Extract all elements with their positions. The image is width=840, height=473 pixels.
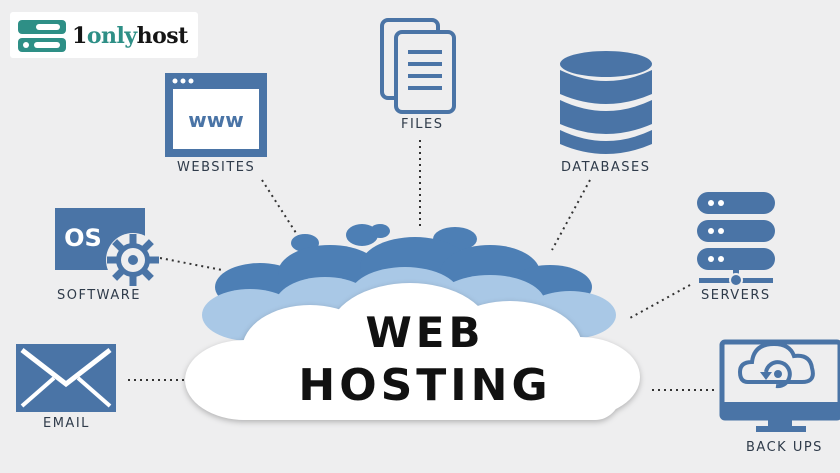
brand-name: 1onlyhost	[72, 23, 188, 49]
os-text: OS	[64, 224, 102, 252]
web-hosting-cloud	[185, 224, 640, 420]
label-backups: BACK UPS	[746, 440, 823, 455]
hero-title-line2: HOSTING	[298, 360, 552, 411]
label-websites: WEBSITES	[177, 160, 256, 175]
hero-title-line1: WEB	[365, 308, 485, 357]
database-icon[interactable]	[558, 50, 654, 158]
os-gear-icon[interactable]: OS	[55, 208, 163, 290]
label-databases: DATABASES	[561, 160, 651, 175]
connector-websites	[261, 179, 299, 237]
label-servers: SERVERS	[701, 288, 771, 303]
label-email: EMAIL	[43, 416, 90, 431]
connector-software	[159, 257, 223, 271]
server-rack-icon[interactable]	[695, 192, 777, 288]
documents-icon[interactable]	[380, 18, 458, 114]
brand-logo[interactable]: 1onlyhost	[10, 12, 198, 58]
browser-window-icon[interactable]: www	[165, 73, 267, 157]
connector-databases	[551, 179, 591, 251]
envelope-icon[interactable]	[16, 344, 116, 412]
cloud-backup-monitor-icon[interactable]	[718, 322, 840, 434]
server-logo-icon	[18, 20, 66, 52]
label-software: SOFTWARE	[57, 288, 141, 303]
www-text: www	[188, 108, 243, 132]
label-files: FILES	[401, 117, 444, 132]
